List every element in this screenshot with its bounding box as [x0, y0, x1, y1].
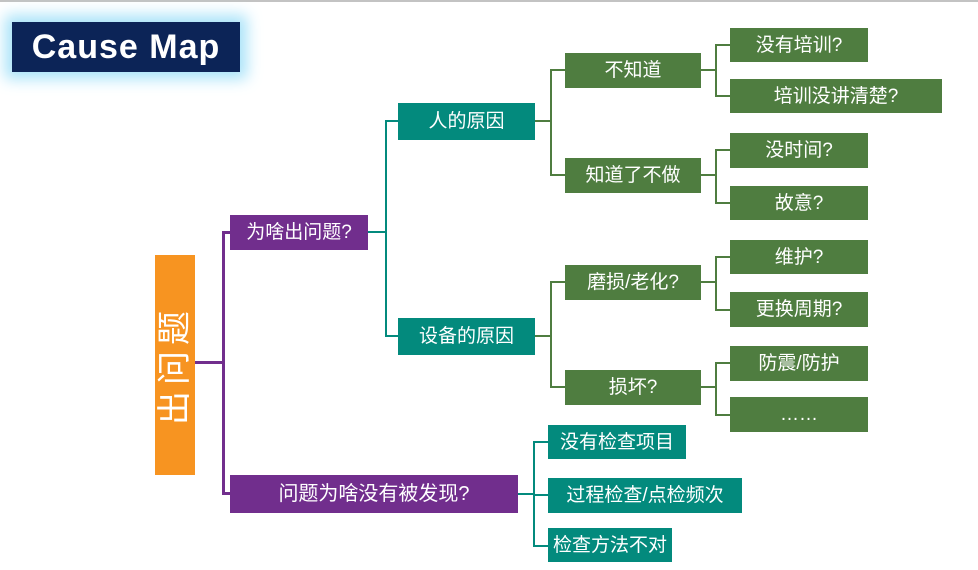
connector: [715, 362, 730, 364]
node-human-cause[interactable]: 人的原因: [398, 103, 535, 140]
node-root-label: 出问题: [156, 305, 194, 425]
connector: [701, 69, 715, 71]
node-no-time[interactable]: 没时间?: [730, 133, 868, 168]
node-equipment-cause[interactable]: 设备的原因: [398, 318, 535, 355]
connector: [701, 281, 715, 283]
connector: [715, 149, 717, 204]
connector: [385, 335, 398, 337]
node-replacement-cycle[interactable]: 更换周期?: [730, 292, 868, 327]
node-shock-protection[interactable]: 防震/防护: [730, 346, 868, 381]
connector: [550, 386, 565, 388]
page-title: Cause Map: [12, 22, 240, 72]
connector: [715, 309, 730, 311]
connector: [222, 231, 230, 234]
connector: [715, 202, 730, 204]
connector: [550, 69, 552, 176]
connector: [701, 386, 715, 388]
connector: [518, 493, 533, 495]
node-no-knowledge[interactable]: 不知道: [565, 53, 701, 88]
node-root-problem[interactable]: 出问题: [155, 255, 195, 475]
connector: [195, 361, 222, 364]
node-damage[interactable]: 损坏?: [565, 370, 701, 405]
connector: [535, 335, 550, 337]
connector: [715, 414, 730, 416]
connector: [550, 174, 565, 176]
node-intentional[interactable]: 故意?: [730, 186, 868, 220]
node-wrong-check-method[interactable]: 检查方法不对: [548, 528, 672, 562]
connector: [550, 69, 565, 71]
connector: [550, 281, 552, 388]
top-divider: [0, 0, 978, 2]
connector: [222, 492, 230, 495]
node-why-problem[interactable]: 为啥出问题?: [230, 215, 368, 250]
connector: [368, 231, 385, 233]
node-know-but-not-do[interactable]: 知道了不做: [565, 158, 701, 193]
connector: [385, 120, 387, 337]
connector: [715, 256, 717, 311]
node-process-check-freq[interactable]: 过程检查/点检频次: [548, 478, 742, 513]
connector: [715, 44, 717, 97]
connector: [715, 95, 730, 97]
node-wear-aging[interactable]: 磨损/老化?: [565, 265, 701, 300]
node-no-training[interactable]: 没有培训?: [730, 28, 868, 62]
connector: [533, 441, 548, 443]
connector: [715, 362, 717, 416]
connector: [701, 174, 715, 176]
connector: [715, 256, 730, 258]
connector: [715, 149, 730, 151]
node-ellipsis[interactable]: ……: [730, 397, 868, 432]
connector: [222, 231, 225, 495]
node-no-check-item[interactable]: 没有检查项目: [548, 425, 686, 459]
node-why-not-found[interactable]: 问题为啥没有被发现?: [230, 475, 518, 513]
connector: [535, 120, 550, 122]
connector: [715, 44, 730, 46]
connector: [385, 120, 398, 122]
connector: [550, 281, 565, 283]
connector: [533, 494, 548, 496]
node-maintenance[interactable]: 维护?: [730, 240, 868, 274]
node-training-unclear[interactable]: 培训没讲清楚?: [730, 79, 942, 113]
connector: [533, 545, 548, 547]
